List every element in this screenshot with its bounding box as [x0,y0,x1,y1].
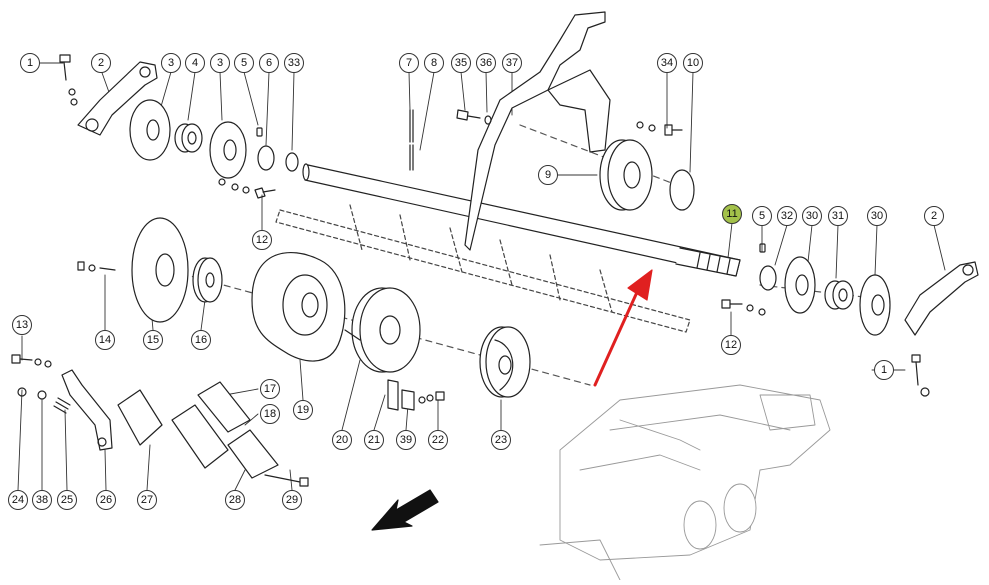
ring-33 [285,152,299,172]
callout[interactable]: 33 [284,53,304,73]
callout[interactable]: 9 [538,165,558,185]
bearing-31 [824,280,854,310]
callout[interactable]: 38 [32,490,52,510]
callout[interactable]: 32 [777,206,797,226]
bolt-29 [264,474,309,487]
clip-39 [401,389,415,411]
bolt-35 [456,109,481,121]
callout[interactable]: 3 [210,53,230,73]
callout[interactable]: 5 [234,53,254,73]
callout[interactable]: 12 [252,230,272,250]
spring-25 [53,397,71,414]
cam-19 [251,251,346,362]
callout-highlighted[interactable]: 11 [722,204,742,224]
callout[interactable]: 1 [874,360,894,380]
callout[interactable]: 21 [364,430,384,450]
highlight-arrow [593,269,653,387]
crank-arm-right [904,261,979,336]
callout[interactable]: 25 [57,490,77,510]
crank-arm-left [77,61,158,136]
disc-15 [131,217,189,323]
bolt-12 [254,187,276,199]
cam-wheel-20 [344,287,421,373]
bearing-4 [174,123,203,153]
lever-26 [61,369,113,451]
hub-9 [599,139,653,211]
callout[interactable]: 39 [396,430,416,450]
callout[interactable]: 18 [260,404,280,424]
callout[interactable]: 2 [924,206,944,226]
callout[interactable]: 35 [451,53,471,73]
callout[interactable]: 4 [185,53,205,73]
plate-21 [387,379,399,411]
callout[interactable]: 15 [143,330,163,350]
bolt-left [59,54,71,81]
callout[interactable]: 36 [476,53,496,73]
callout[interactable]: 7 [399,53,419,73]
callout[interactable]: 29 [282,490,302,510]
callout[interactable]: 23 [491,430,511,450]
plate-17 [197,381,251,433]
callout[interactable]: 5 [752,206,772,226]
bolt-22 [435,391,445,401]
seal-32 [759,265,777,291]
callout[interactable]: 2 [91,53,111,73]
callout[interactable]: 10 [683,53,703,73]
disc-30 [784,256,816,314]
callout[interactable]: 30 [867,206,887,226]
callout[interactable]: 24 [8,490,28,510]
callout[interactable]: 34 [657,53,677,73]
callout[interactable]: 3 [161,53,181,73]
hub-16 [192,257,223,303]
callout[interactable]: 8 [424,53,444,73]
plate-27b [171,404,229,469]
direction-arrow [371,489,439,531]
callout[interactable]: 16 [191,330,211,350]
bolt-12b [721,299,743,309]
flange-plate-3b [209,121,247,179]
callout[interactable]: 31 [828,206,848,226]
rake-shaft [275,204,691,333]
callout[interactable]: 30 [802,206,822,226]
callout[interactable]: 14 [95,330,115,350]
baler-machine-outline [539,384,831,581]
callout[interactable]: 22 [428,430,448,450]
support-bracket [464,11,606,251]
callout[interactable]: 26 [96,490,116,510]
support-bracket-arm [547,69,611,153]
callout[interactable]: 12 [721,335,741,355]
disc-30b [859,274,891,336]
plate-27a [117,389,163,446]
flange-plate-3 [129,99,171,161]
callout[interactable]: 27 [137,490,157,510]
bolt-14 [77,261,116,272]
bolt-right [911,354,921,386]
callout[interactable]: 6 [259,53,279,73]
ring-10 [669,169,695,211]
bolt-34 [664,124,683,136]
bushing-6 [257,145,275,171]
callout[interactable]: 13 [12,315,32,335]
callout[interactable]: 1 [20,53,40,73]
callout[interactable]: 20 [332,430,352,450]
bolt-13 [11,354,52,368]
callout[interactable]: 19 [293,400,313,420]
callout[interactable]: 37 [502,53,522,73]
callout[interactable]: 28 [225,490,245,510]
main-shaft [302,163,741,277]
cam-23 [479,326,531,398]
callout[interactable]: 17 [260,379,280,399]
plate-28 [227,429,279,479]
